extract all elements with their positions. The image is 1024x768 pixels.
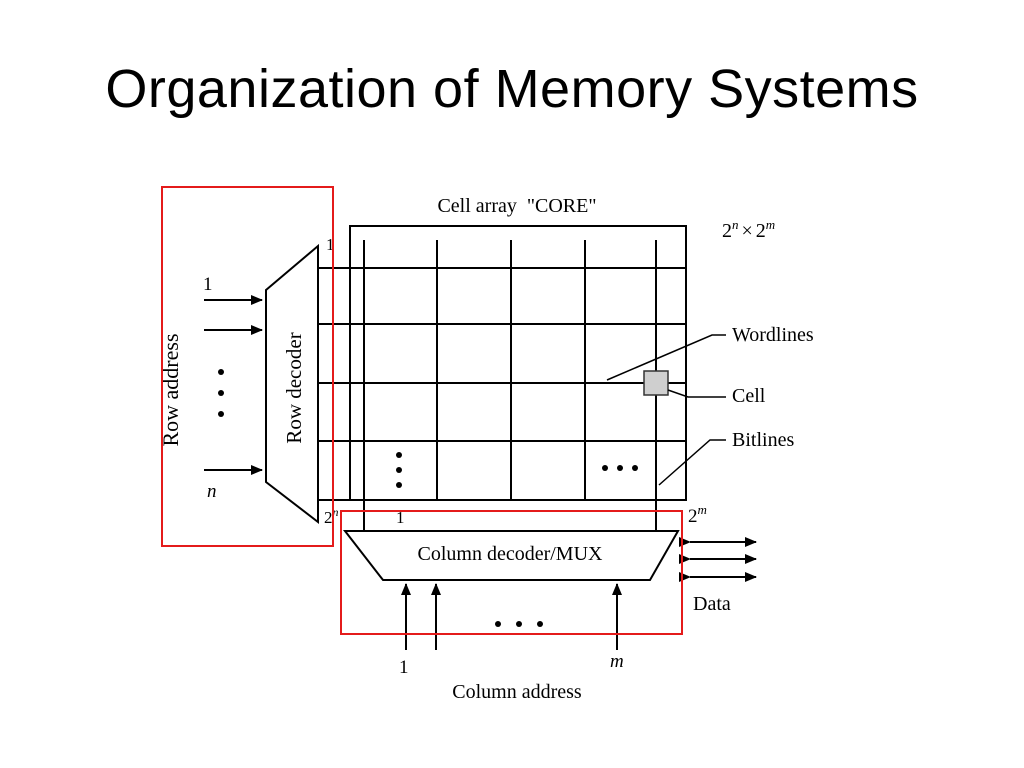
column-address-label: Column address bbox=[452, 681, 582, 703]
data-arrows bbox=[679, 537, 757, 582]
row-input-last-label: n bbox=[207, 481, 217, 502]
column-decoder-block bbox=[342, 530, 680, 581]
bitlines-callout: Bitlines bbox=[732, 429, 794, 451]
cell-callout: Cell bbox=[732, 385, 766, 407]
array-size-label: 2n×2m bbox=[722, 217, 775, 242]
column-decoder-highlight bbox=[340, 510, 683, 635]
row-address-arrows bbox=[204, 295, 263, 475]
wordlines-grid bbox=[318, 267, 686, 501]
column-address-ellipsis bbox=[495, 621, 543, 627]
row-decoder-block bbox=[265, 243, 319, 525]
column-decoder-label: Column decoder/MUX bbox=[418, 543, 604, 565]
callout-leaders bbox=[606, 334, 726, 486]
row-decoder-label: Row decoder bbox=[282, 332, 306, 443]
wordline-first-label: 1 bbox=[326, 235, 335, 254]
wordline-last-label: 2n bbox=[324, 505, 339, 527]
row-decoder-highlight bbox=[161, 186, 334, 547]
bitline-first-label: 1 bbox=[396, 508, 405, 527]
row-input-first-label: 1 bbox=[203, 274, 213, 295]
data-label: Data bbox=[693, 593, 731, 615]
cell-square bbox=[643, 370, 669, 396]
column-address-arrows bbox=[401, 583, 622, 650]
inner-horizontal-ellipsis bbox=[602, 465, 638, 471]
cell-array-label: Cell array "CORE" bbox=[437, 195, 596, 217]
row-address-ellipsis bbox=[218, 369, 224, 417]
wordlines-callout: Wordlines bbox=[732, 324, 814, 346]
slide-title: Organization of Memory Systems bbox=[105, 59, 919, 119]
column-input-first-label: 1 bbox=[399, 657, 409, 678]
column-input-last-label: m bbox=[610, 651, 624, 672]
inner-vertical-ellipsis bbox=[396, 452, 402, 488]
bitline-last-label: 2m bbox=[688, 502, 707, 527]
bitlines-grid bbox=[363, 240, 657, 530]
